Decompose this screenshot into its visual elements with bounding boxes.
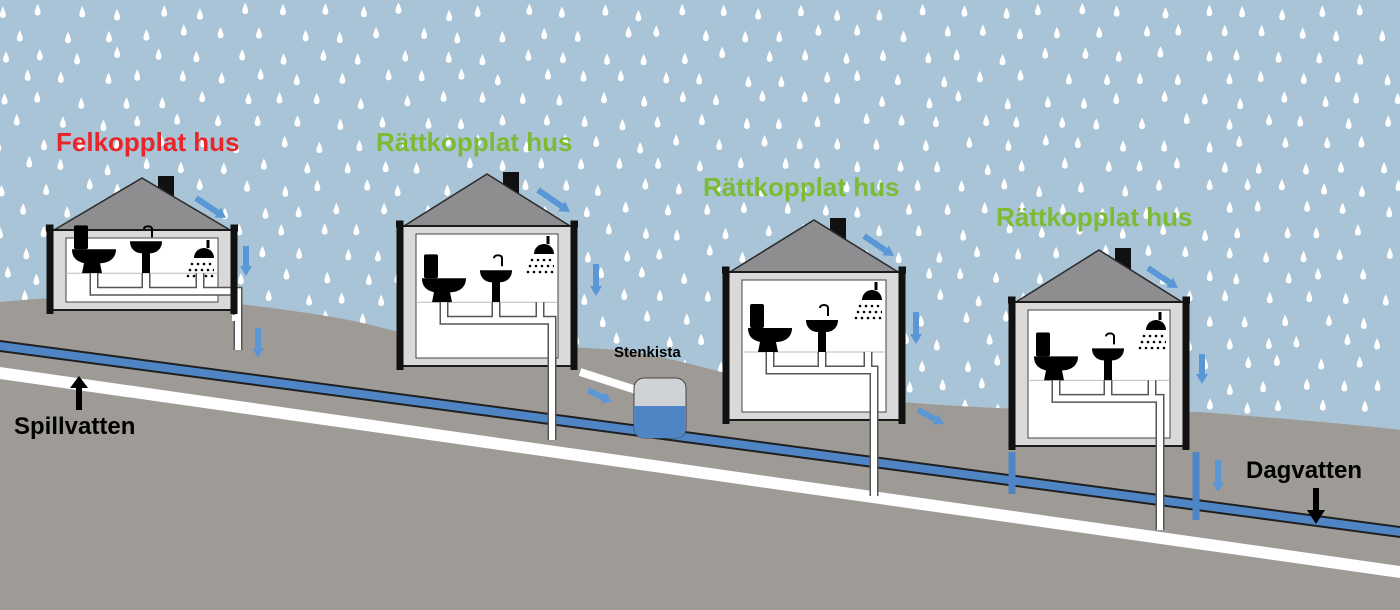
- downspout-right: [898, 266, 906, 424]
- dagvatten-label: Dagvatten: [1246, 457, 1363, 484]
- downspout-left: [1008, 296, 1016, 450]
- flow-arrows: [194, 187, 1224, 492]
- house-2: [396, 172, 578, 440]
- downspout-right: [1182, 296, 1190, 450]
- downspout-left: [722, 266, 730, 424]
- flow-arrow-icon: [1196, 354, 1208, 384]
- flow-arrow-icon: [194, 195, 226, 218]
- flow-arrow-icon: [586, 387, 612, 403]
- house-1: [46, 176, 243, 350]
- downspout-left: [46, 224, 54, 314]
- flow-arrow-icon: [590, 264, 602, 296]
- downspout-right: [230, 224, 238, 314]
- house-title-3: Rättkopplat hus: [703, 172, 900, 202]
- house-4: [1008, 248, 1190, 530]
- dagvatten-arrow: [1307, 488, 1325, 524]
- flow-arrow-icon: [240, 246, 252, 276]
- flow-arrow-icon: [862, 233, 894, 256]
- downspout-left: [396, 220, 404, 370]
- storm-pipe: [0, 342, 1400, 536]
- stenkista-tank: [578, 368, 687, 439]
- sewer-connection: [441, 302, 555, 440]
- house-title-2: Rättkopplat hus: [376, 127, 573, 157]
- flow-arrow-icon: [916, 407, 944, 425]
- houses-layer: [46, 172, 1200, 530]
- spillvatten-label: Spillvatten: [14, 413, 136, 440]
- flow-arrow-icon: [910, 312, 922, 344]
- flow-arrow-icon: [1146, 265, 1178, 288]
- flow-arrow-icon: [1212, 460, 1224, 492]
- house-title-4: Rättkopplat hus: [996, 202, 1193, 232]
- sewer-connection: [1053, 380, 1163, 530]
- house-3: [722, 218, 906, 496]
- stenkista-label: Stenkista: [614, 344, 681, 361]
- flow-arrow-icon: [252, 328, 264, 358]
- house-title-1: Felkopplat hus: [56, 127, 240, 157]
- spillvatten-arrow: [70, 376, 88, 410]
- downspout-right: [570, 220, 578, 370]
- flow-arrow-icon: [536, 187, 570, 212]
- ground-surface: [0, 296, 1400, 610]
- sewer-connection: [767, 352, 877, 496]
- sewer-pipe: [0, 367, 1400, 578]
